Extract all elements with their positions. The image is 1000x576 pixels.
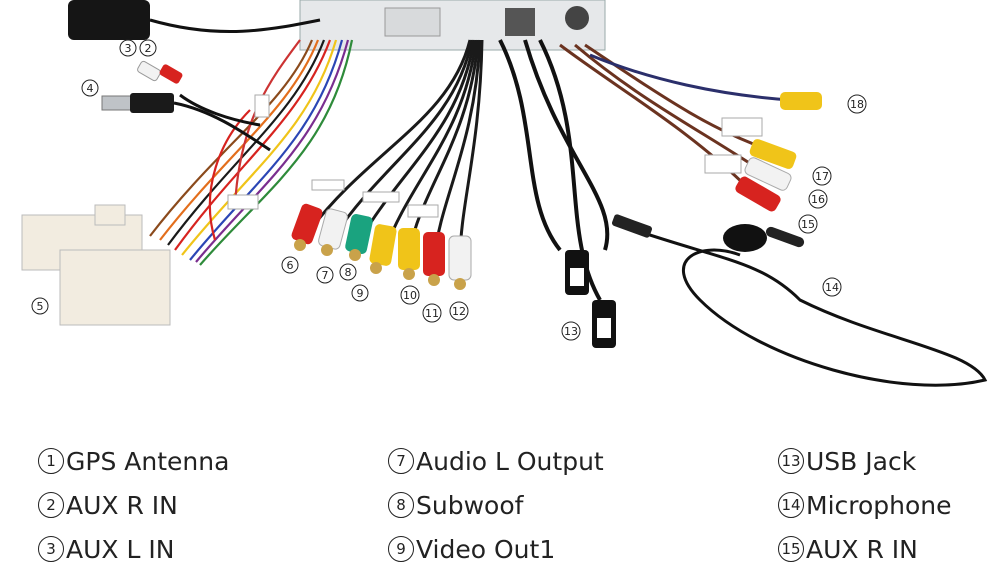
callout-13: 13	[561, 321, 581, 341]
rca-cluster	[308, 39, 484, 261]
callout-11: 11	[422, 303, 442, 323]
legend-label: AUX R IN	[806, 535, 918, 564]
callout-16: 16	[808, 189, 828, 209]
svg-text:6: 6	[287, 259, 294, 272]
head-unit-port	[384, 7, 441, 37]
callout-14: 14	[822, 277, 842, 297]
iso-connector	[21, 204, 171, 326]
right-rca-plugs	[735, 92, 822, 212]
legend-number: 13	[778, 448, 804, 474]
svg-text:8: 8	[345, 266, 352, 279]
legend-label: GPS Antenna	[66, 447, 230, 476]
legend-label: AUX L IN	[66, 535, 175, 564]
legend-number: 15	[778, 536, 804, 562]
callout-12: 12	[449, 301, 469, 321]
svg-text:17: 17	[815, 170, 829, 183]
head-unit-rear	[299, 0, 606, 51]
rca-tips	[294, 239, 466, 290]
svg-text:13: 13	[564, 325, 578, 338]
svg-text:14: 14	[825, 281, 839, 294]
microphone	[611, 214, 988, 387]
svg-text:7: 7	[322, 269, 329, 282]
gps-cable	[149, 18, 321, 34]
legend-number: 1	[38, 448, 64, 474]
usb-jacks	[565, 250, 616, 348]
svg-text:18: 18	[850, 98, 864, 111]
legend-label: Subwoof	[416, 491, 524, 520]
svg-text:5: 5	[37, 300, 44, 313]
legend-label: AUX R IN	[66, 491, 178, 520]
legend-label: Video Out1	[416, 535, 556, 564]
rca-plugs	[291, 203, 472, 281]
callout-5: 5	[31, 297, 49, 315]
aux-in-plugs	[137, 60, 261, 127]
svg-text:12: 12	[452, 305, 466, 318]
callout-10: 10	[400, 285, 420, 305]
svg-text:16: 16	[811, 193, 825, 206]
svg-text:15: 15	[801, 218, 815, 231]
callout-4: 4	[81, 79, 99, 97]
callout-8: 8	[339, 263, 357, 281]
legend-number: 2	[38, 492, 64, 518]
gps-socket	[565, 6, 589, 30]
cable-tags	[227, 94, 763, 218]
legend-number: 8	[388, 492, 414, 518]
legend-number: 3	[38, 536, 64, 562]
gps-antenna-module	[68, 0, 150, 40]
legend-number: 9	[388, 536, 414, 562]
callout-7: 7	[316, 266, 334, 284]
callout-9: 9	[351, 284, 369, 302]
svg-text:11: 11	[425, 307, 439, 320]
callout-15: 15	[798, 214, 818, 234]
usb-plug-4	[101, 93, 271, 152]
callout-3: 3	[119, 39, 137, 57]
svg-text:9: 9	[357, 287, 364, 300]
head-unit-socket	[505, 8, 535, 36]
callout-17: 17	[812, 166, 832, 186]
legend-label: Audio L Output	[416, 447, 604, 476]
usb-jack-cables	[498, 39, 610, 301]
legend-label: Microphone	[806, 491, 952, 520]
legend-number: 14	[778, 492, 804, 518]
callout-2: 2	[139, 39, 157, 57]
harness-illustration: 2 3 4 5 6 7 8 9 10 11 12 13 14 15 16 17 …	[21, 0, 988, 387]
svg-text:2: 2	[145, 42, 152, 55]
svg-text:4: 4	[87, 82, 94, 95]
callout-18: 18	[847, 94, 867, 114]
svg-text:10: 10	[403, 289, 417, 302]
legend-number: 7	[388, 448, 414, 474]
callout-labels: 2 3 4 5 6 7 8 9 10 11 12 13 14 15 16 17 …	[31, 39, 867, 341]
svg-text:3: 3	[125, 42, 132, 55]
legend-label: USB Jack	[806, 447, 917, 476]
callout-6: 6	[281, 256, 299, 274]
